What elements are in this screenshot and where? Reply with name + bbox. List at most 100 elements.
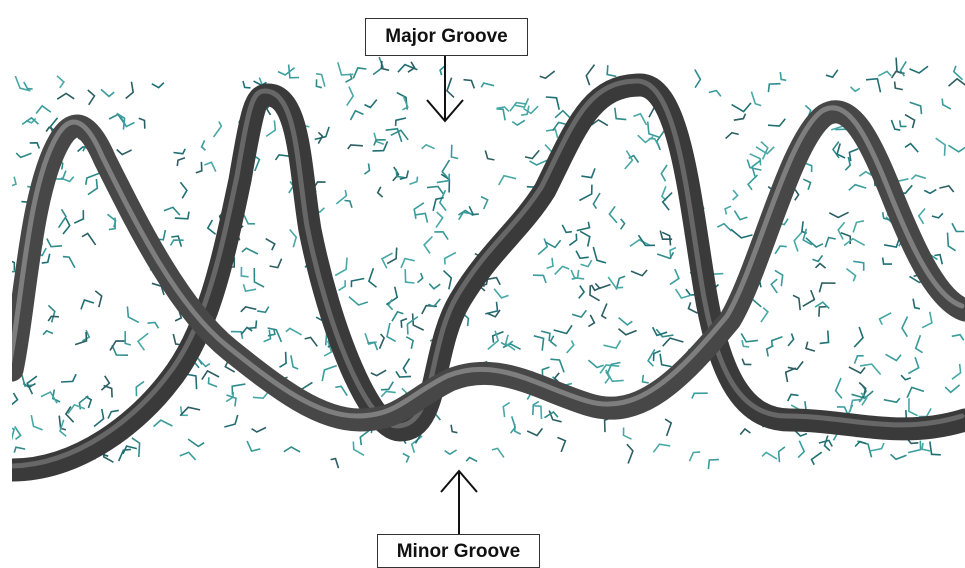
water-molecule: [496, 109, 505, 121]
water-molecule: [554, 325, 572, 333]
water-molecule: [775, 270, 783, 286]
water-molecule: [414, 203, 424, 219]
water-molecule: [913, 299, 920, 309]
water-molecule: [547, 258, 553, 269]
water-molecule: [428, 299, 440, 307]
water-molecule: [413, 314, 424, 331]
water-molecule: [771, 279, 777, 293]
water-molecule: [803, 290, 815, 306]
water-molecule: [243, 284, 256, 291]
water-molecule: [708, 460, 719, 469]
water-molecule: [948, 233, 956, 251]
water-molecule: [365, 100, 377, 108]
water-molecule: [546, 97, 559, 110]
water-molecule: [922, 312, 932, 328]
water-molecule: [485, 302, 497, 314]
water-molecule: [733, 190, 738, 200]
water-molecule: [338, 62, 354, 75]
water-molecule: [381, 391, 395, 396]
water-molecule: [579, 185, 592, 201]
water-molecule: [604, 340, 621, 348]
water-molecule: [602, 304, 607, 319]
water-molecule: [117, 150, 132, 155]
water-molecule: [732, 103, 751, 112]
water-molecule: [214, 122, 222, 138]
water-molecule: [204, 162, 215, 171]
water-molecule: [891, 120, 900, 130]
water-molecule: [883, 258, 892, 265]
water-molecule: [387, 323, 396, 341]
water-molecule: [335, 258, 347, 276]
water-molecule: [695, 70, 701, 88]
water-molecule: [82, 233, 96, 245]
water-molecule: [895, 82, 903, 90]
water-molecule: [15, 426, 21, 439]
water-molecule: [803, 179, 810, 190]
water-molecule: [825, 436, 830, 451]
water-molecule: [16, 153, 31, 157]
water-molecule: [6, 426, 14, 441]
water-molecule: [396, 169, 405, 178]
water-molecule: [734, 114, 746, 121]
water-molecule: [381, 382, 393, 390]
water-molecule: [919, 408, 931, 416]
water-molecule: [798, 441, 804, 458]
water-molecule: [108, 410, 119, 418]
water-molecule: [154, 420, 173, 427]
water-molecule: [549, 411, 561, 422]
water-molecule: [74, 210, 83, 223]
water-molecule: [846, 269, 855, 282]
water-molecule: [503, 403, 509, 418]
water-molecule: [75, 332, 86, 345]
water-molecule: [952, 364, 961, 379]
water-molecule: [767, 346, 774, 357]
water-molecule: [631, 270, 647, 276]
water-molecule: [369, 268, 377, 287]
water-molecule: [315, 182, 326, 186]
water-molecule: [607, 65, 616, 76]
water-molecule: [942, 99, 951, 110]
water-molecule: [152, 83, 164, 88]
water-molecule: [916, 335, 923, 353]
water-molecule: [593, 193, 600, 209]
water-molecule: [780, 72, 786, 80]
water-molecule: [353, 442, 364, 456]
water-molecule: [660, 354, 671, 367]
water-molecule: [948, 145, 965, 152]
water-molecule: [939, 186, 953, 192]
water-molecule: [451, 145, 458, 159]
water-molecule: [434, 232, 448, 240]
water-molecule: [653, 327, 668, 335]
water-molecule: [466, 458, 477, 462]
major-groove-label: Major Groove: [365, 18, 528, 56]
water-molecule: [794, 232, 802, 252]
water-molecule: [546, 129, 558, 137]
water-molecule: [741, 333, 758, 341]
water-molecule: [922, 443, 930, 451]
water-molecule: [451, 425, 457, 433]
water-molecule: [949, 79, 965, 87]
water-molecule: [81, 300, 94, 309]
water-molecule: [793, 295, 800, 310]
water-molecule: [607, 363, 620, 374]
water-molecule: [351, 111, 364, 120]
water-molecule: [562, 225, 572, 233]
water-molecule: [726, 133, 739, 139]
water-molecule: [481, 197, 488, 210]
water-molecule: [932, 213, 943, 218]
water-molecule: [388, 299, 392, 309]
water-molecule: [393, 167, 399, 181]
water-molecule: [94, 409, 104, 427]
water-molecule: [403, 454, 409, 463]
water-molecule: [567, 341, 574, 354]
water-molecule: [336, 190, 346, 204]
water-molecule: [775, 246, 787, 254]
water-molecule: [884, 398, 900, 402]
water-molecule: [95, 291, 101, 307]
water-molecule: [257, 307, 269, 313]
water-molecule: [534, 336, 544, 351]
water-molecule: [345, 201, 353, 208]
water-molecule: [7, 177, 16, 188]
water-molecule: [422, 145, 435, 149]
water-molecule: [886, 354, 901, 360]
